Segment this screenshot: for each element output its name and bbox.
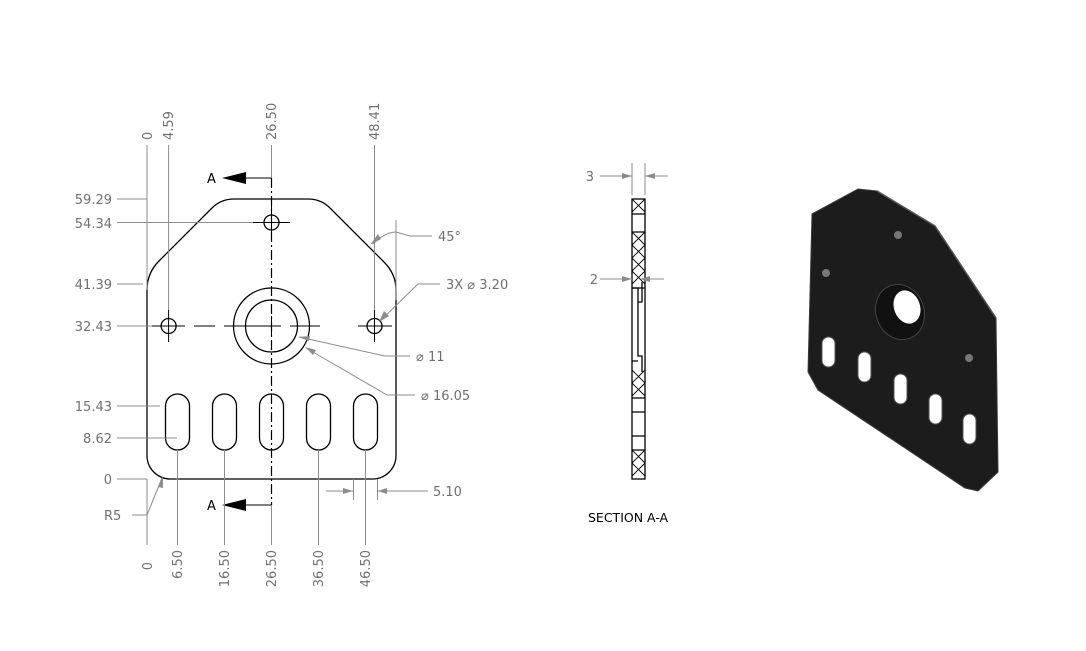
- fillet-callout: R5: [104, 509, 121, 524]
- ordinate-label: 6.50: [171, 550, 186, 579]
- section-outline: [631, 198, 646, 480]
- ordinate-label: 36.50: [312, 550, 327, 587]
- ordinate-label: 0: [104, 473, 112, 488]
- ordinate-label: 59.29: [75, 193, 112, 208]
- top-ordinate-labels: 0 4.59 26.50 48.41: [141, 103, 383, 140]
- ordinate-label: 0: [141, 562, 156, 570]
- section-arrow-top: [222, 172, 246, 184]
- slot-width-callout: 5.10: [433, 485, 462, 500]
- section-title: SECTION A-A: [588, 510, 669, 525]
- ordinate-label: 15.43: [75, 400, 112, 415]
- counterbore-callout: ⌀ 16.05: [421, 389, 470, 404]
- section-view: 3 2 SECTION A-A: [586, 163, 669, 525]
- step-dimension: 2: [590, 273, 598, 288]
- ordinate-label: 0: [141, 132, 156, 140]
- left-ordinate-labels: 59.29 54.34 41.39 32.43 15.43 8.62 0: [75, 193, 112, 488]
- ordinate-label: 46.50: [359, 550, 374, 587]
- slot: [305, 393, 332, 451]
- slot: [164, 393, 191, 451]
- ordinate-label: 8.62: [83, 432, 112, 447]
- iso-bore: [893, 290, 921, 324]
- ordinate-label: 16.50: [218, 550, 233, 587]
- holes-callout: 3X ⌀ 3.20: [446, 278, 508, 293]
- iso-slots: [821, 336, 977, 445]
- section-arrow-bottom: [222, 499, 246, 511]
- bottom-ordinate-labels: 0 6.50 16.50 26.50 36.50 46.50: [141, 550, 374, 587]
- front-view: A A 0 4.59 26.50 48.41 0 6.50 16.50 26.5…: [75, 103, 508, 587]
- ordinate-label: 41.39: [75, 278, 112, 293]
- ordinate-label: 48.41: [368, 103, 383, 140]
- ordinate-label: 54.34: [75, 217, 112, 232]
- thickness-dimension: 3: [586, 170, 594, 185]
- section-label-top: A: [207, 172, 216, 187]
- slot: [211, 393, 238, 451]
- slot: [352, 393, 379, 451]
- ordinate-label: 26.50: [265, 103, 280, 140]
- bore-callout: ⌀ 11: [416, 350, 445, 365]
- isometric-view: [807, 188, 999, 492]
- angle-callout: 45°: [438, 230, 461, 245]
- section-label-bottom: A: [207, 499, 216, 514]
- ordinate-label: 4.59: [162, 111, 177, 140]
- ordinate-label: 32.43: [75, 320, 112, 335]
- ordinate-label: 26.50: [265, 550, 280, 587]
- plate-outline: [146, 198, 397, 480]
